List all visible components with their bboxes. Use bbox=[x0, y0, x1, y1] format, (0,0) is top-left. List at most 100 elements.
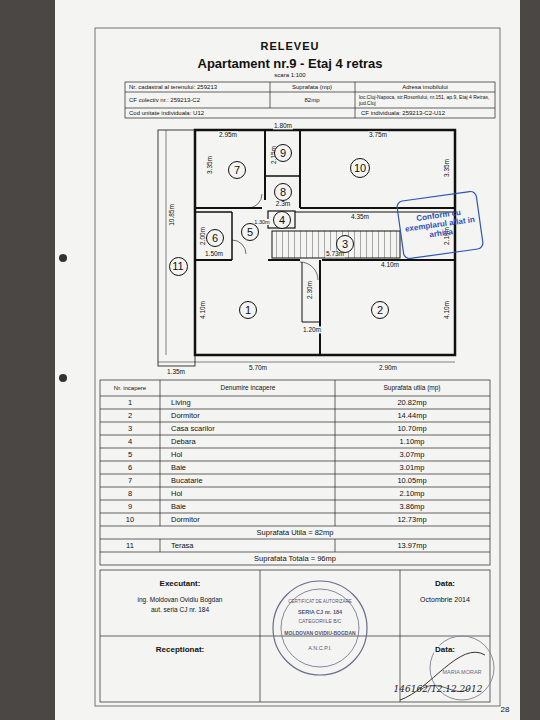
rooms-table bbox=[100, 380, 490, 565]
table-cell: 10.70mp bbox=[396, 424, 427, 432]
table-cell: Suprafata Totala = 96mp bbox=[253, 554, 337, 562]
dimension-label: 1.20m bbox=[302, 326, 322, 333]
room-number-circle: 3 bbox=[336, 235, 354, 253]
page-frame bbox=[95, 28, 500, 706]
stamps bbox=[273, 191, 494, 700]
document-text: 28 bbox=[500, 706, 511, 715]
room-number: 4 bbox=[279, 215, 285, 226]
dimension-label: 1.50m bbox=[204, 250, 224, 257]
room-number: 8 bbox=[280, 187, 286, 198]
signature-table bbox=[100, 570, 490, 702]
document-text: Receptionat: bbox=[155, 646, 205, 655]
room-number: 6 bbox=[212, 233, 218, 244]
document-text: CF individuala: 259213-C2-U12 bbox=[360, 110, 446, 117]
room-number-circle: 9 bbox=[274, 144, 292, 162]
dimension-label: 1.80m bbox=[273, 122, 293, 129]
dimension-label: 2.90m bbox=[378, 364, 398, 371]
room-number-circle: 11 bbox=[169, 257, 188, 276]
stamp-text: MARIA MORAR bbox=[441, 669, 482, 675]
table-cell: Dormitor bbox=[170, 515, 201, 523]
paper-sheet bbox=[55, 0, 520, 720]
dimension-label: 3.35m bbox=[443, 158, 450, 178]
binder-hole bbox=[59, 254, 67, 262]
table-cell: Nr. incapere bbox=[103, 385, 157, 392]
dimension-label: 2.95m bbox=[218, 131, 238, 138]
document-text: scara 1:100 bbox=[273, 72, 306, 79]
dimension-label: 5.70m bbox=[248, 364, 268, 371]
table-cell: Hol bbox=[170, 489, 183, 497]
room-number-circle: 4 bbox=[273, 211, 291, 229]
document-text: Executant: bbox=[159, 580, 202, 589]
table-cell: 10 bbox=[125, 515, 135, 523]
stamp-text: CERTIFICAT DE AUTORIZARE bbox=[287, 600, 352, 605]
table-cell: Suprafata utila (mp) bbox=[382, 384, 441, 391]
table-cell: Bucatarie bbox=[170, 476, 204, 484]
document-text: Data: bbox=[434, 646, 456, 655]
dimension-label: 2.3m bbox=[275, 200, 291, 207]
stamp-text: CATEGORIILE B/C bbox=[298, 619, 343, 625]
table-cell: Baie bbox=[170, 502, 187, 510]
room-number-circle: 5 bbox=[241, 223, 259, 241]
table-cell: 5 bbox=[127, 450, 133, 458]
dimension-label: 1.30m bbox=[253, 219, 270, 225]
room-number-circle: 1 bbox=[239, 301, 257, 319]
room-number: 7 bbox=[234, 165, 240, 176]
table-cell: 3.01mp bbox=[398, 463, 425, 471]
dimension-label: 10.85m bbox=[168, 203, 175, 227]
header-table bbox=[125, 82, 495, 118]
table-cell: 10.05mp bbox=[396, 476, 427, 484]
document-text: Adresa imobilului bbox=[401, 84, 449, 91]
room-number: 9 bbox=[280, 148, 286, 159]
table-cell: 6 bbox=[127, 463, 133, 471]
document-text: CF colectiv nr.: 259213-C2 bbox=[128, 97, 201, 104]
dimension-label: 3.35m bbox=[206, 155, 213, 175]
title: RELEVEU bbox=[260, 40, 321, 52]
dimension-label: 3.75m bbox=[368, 131, 388, 138]
room-number: 10 bbox=[354, 163, 366, 174]
dimension-label: 4.10m bbox=[443, 300, 450, 320]
dimension-label: 1.35m bbox=[166, 368, 186, 375]
room-number: 11 bbox=[172, 261, 183, 272]
dimension-label: 4.35m bbox=[350, 213, 370, 220]
dimension-label: 4.10m bbox=[380, 261, 400, 268]
table-cell: 7 bbox=[127, 476, 133, 484]
table-cell: Baie bbox=[170, 463, 187, 471]
document-text: ing. Moldovan Ovidiu Bogdan bbox=[137, 596, 224, 603]
room-number-circle: 2 bbox=[371, 301, 389, 319]
dimension-label: 4.10m bbox=[199, 300, 206, 320]
binder-hole bbox=[59, 374, 67, 382]
table-cell: 3.86mp bbox=[398, 502, 425, 510]
document-text: Suprafata (mp) bbox=[291, 84, 333, 91]
table-cell: 11 bbox=[125, 541, 135, 549]
document-text: aut. seria CJ nr. 184 bbox=[150, 606, 210, 613]
document-text: Apartament nr.9 - Etaj 4 retras bbox=[197, 57, 384, 71]
table-cell: 9 bbox=[127, 502, 133, 510]
dimension-label: 2.30m bbox=[306, 280, 313, 300]
table-cell: 2 bbox=[127, 411, 133, 419]
stamp-text: MOLDOVAN OVIDIU-BOGDAN bbox=[283, 631, 356, 637]
table-cell: Casa scarilor bbox=[170, 424, 216, 432]
table-cell: 2.10mp bbox=[398, 489, 425, 497]
room-number-circle: 10 bbox=[350, 158, 370, 178]
table-cell: 3.07mp bbox=[398, 450, 425, 458]
table-cell: Terasa bbox=[170, 541, 195, 549]
room-number-circle: 8 bbox=[274, 183, 292, 201]
table-cell: Denumire incapere bbox=[220, 384, 277, 391]
walls bbox=[158, 130, 455, 366]
room-number-circle: 7 bbox=[228, 161, 246, 179]
table-cell: 3 bbox=[127, 424, 133, 432]
document-text: Cod unitate individuala: U12 bbox=[128, 110, 205, 117]
table-cell: Debara bbox=[170, 437, 197, 445]
table-cell: 4 bbox=[127, 437, 133, 445]
table-cell: 12.73mp bbox=[396, 515, 427, 523]
document-text: Nr. cadastral al terenului: 259213 bbox=[128, 84, 218, 91]
room-number: 1 bbox=[245, 305, 251, 316]
table-cell: Suprafata Utila = 82mp bbox=[256, 528, 335, 536]
document-text: Octombrie 2014 bbox=[419, 596, 471, 604]
room-number: 5 bbox=[247, 227, 253, 238]
table-cell: 8 bbox=[127, 489, 133, 497]
room-number: 2 bbox=[377, 305, 383, 316]
table-cell: 1 bbox=[127, 398, 133, 406]
table-cell: Dormitor bbox=[170, 411, 201, 419]
